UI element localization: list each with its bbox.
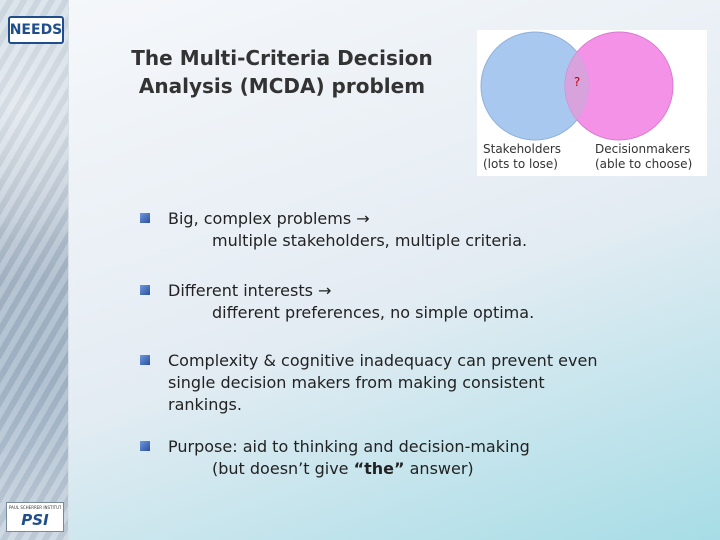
bullet-text: Big, complex problems → multiple stakeho… xyxy=(168,208,668,252)
bullet-line: (but doesn’t give “the” answer) xyxy=(168,458,668,480)
bullet-emphasis: “the” xyxy=(353,459,405,478)
psi-logo-mark: PSI xyxy=(21,511,49,529)
bullet-line-part: answer) xyxy=(404,459,474,478)
psi-logo: PAUL SCHERRER INSTITUT PSI xyxy=(6,502,64,532)
bullet-line: Different interests → xyxy=(168,281,332,300)
bullet-line: multiple stakeholders, multiple criteria… xyxy=(212,231,528,250)
bullet-marker xyxy=(140,441,150,451)
bullet-line: Big, complex problems → xyxy=(168,209,370,228)
needs-logo-text: NEEDS xyxy=(9,22,63,38)
bullet-line: Purpose: aid to thinking and decision-ma… xyxy=(168,437,530,456)
needs-logo: NEEDS xyxy=(8,16,64,44)
decisionmakers-label: Decisionmakers xyxy=(595,142,691,156)
bullet-marker xyxy=(140,213,150,223)
bullet-line: different preferences, no simple optima. xyxy=(212,303,535,322)
left-decorative-strip xyxy=(0,0,69,540)
slide-title-line-1: The Multi-Criteria Decision xyxy=(131,46,433,70)
decisionmakers-caption: Decisionmakers (able to choose) xyxy=(595,142,710,172)
bullet-marker xyxy=(140,355,150,365)
venn-diagram: ? Stakeholders (lots to lose) Decisionma… xyxy=(477,30,707,176)
bullet-line: single decision makers from making consi… xyxy=(168,373,545,392)
decisionmakers-sublabel: (able to choose) xyxy=(595,157,693,171)
bullet-line-part: (but doesn’t give xyxy=(212,459,354,478)
venn-question-mark: ? xyxy=(574,75,580,89)
bullet-line: Complexity & cognitive inadequacy can pr… xyxy=(168,351,598,370)
stakeholders-caption: Stakeholders (lots to lose) xyxy=(483,142,598,172)
slide-title-line-2: Analysis (MCDA) problem xyxy=(138,74,426,98)
psi-logo-caption: PAUL SCHERRER INSTITUT xyxy=(9,505,61,510)
venn-overlap xyxy=(564,52,590,120)
venn-circles: ? xyxy=(480,31,674,141)
stakeholders-label: Stakeholders xyxy=(483,142,562,156)
bullet-line: rankings. xyxy=(168,395,242,414)
slide-title: The Multi-Criteria Decision Analysis (MC… xyxy=(96,44,468,100)
bullet-text: Different interests → different preferen… xyxy=(168,280,668,324)
bullet-marker xyxy=(140,285,150,295)
stakeholders-sublabel: (lots to lose) xyxy=(483,157,558,171)
bullet-text-highlight: Purpose: aid to thinking and decision-ma… xyxy=(168,436,668,480)
bullet-text: Complexity & cognitive inadequacy can pr… xyxy=(168,350,668,416)
